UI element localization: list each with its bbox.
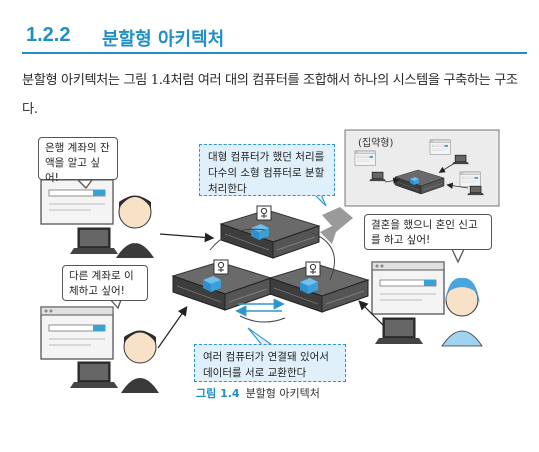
caption-title: 분할형 아키텍처 xyxy=(245,387,320,400)
body-paragraph: 분할형 아키텍처는 그림 1.4처럼 여러 대의 컴퓨터를 조합해서 하나의 시… xyxy=(22,73,518,117)
speech-bubble-transfer: 다른 계좌로 이체하고 싶어! xyxy=(62,265,148,301)
speech-bubble-marriage: 결혼을 했으니 혼인 신고를 하고 싶어! xyxy=(364,214,492,250)
note-split-processing: 대형 컴퓨터가 했던 처리를 다수의 소형 컴퓨터로 분할 처리한다 xyxy=(199,144,335,196)
section-number: 1.2.2 xyxy=(26,24,71,46)
section-title: 분할형 아키텍처 xyxy=(102,29,225,50)
speech-bubble-balance: 은행 계좌의 잔액을 알고 싶어! xyxy=(38,137,118,184)
note-data-exchange: 여러 컴퓨터가 연결돼 있어서 데이터를 서로 교환한다 xyxy=(194,344,346,382)
section-heading: 1.2.2 분할형 아키텍처 xyxy=(22,22,527,54)
caption-number: 그림 1.4 xyxy=(196,387,240,400)
figure-caption: 그림 1.4 분할형 아키텍처 xyxy=(196,385,320,401)
inset-label: (집약형) xyxy=(358,138,394,149)
